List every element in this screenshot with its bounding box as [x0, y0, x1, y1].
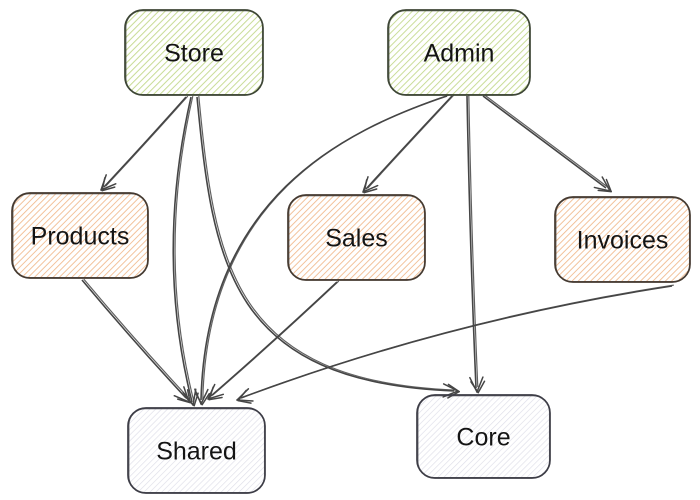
edge-admin-sales	[362, 94, 455, 194]
node-label-admin: Admin	[424, 40, 495, 68]
node-products: Products	[11, 192, 149, 279]
edge-store-shared	[172, 95, 199, 407]
node-label-products: Products	[31, 223, 130, 251]
edge-admin-core	[466, 95, 486, 394]
node-core: Core	[416, 394, 551, 479]
node-label-store: Store	[164, 40, 224, 68]
node-label-sales: Sales	[325, 225, 388, 253]
edge-products-shared	[81, 278, 191, 404]
edge-sales-shared	[207, 280, 340, 401]
node-store: Store	[124, 9, 264, 96]
edge-admin-shared	[194, 94, 449, 406]
node-admin: Admin	[387, 9, 531, 96]
node-sales: Sales	[287, 194, 426, 281]
edge-admin-invoices	[482, 94, 612, 193]
node-invoices: Invoices	[554, 196, 691, 283]
node-label-core: Core	[456, 424, 510, 452]
edge-store-products	[100, 95, 189, 192]
node-shared: Shared	[127, 407, 266, 494]
node-label-shared: Shared	[156, 438, 237, 466]
node-label-invoices: Invoices	[577, 227, 669, 255]
edge-invoices-shared	[236, 284, 674, 404]
edges-layer	[81, 94, 674, 407]
